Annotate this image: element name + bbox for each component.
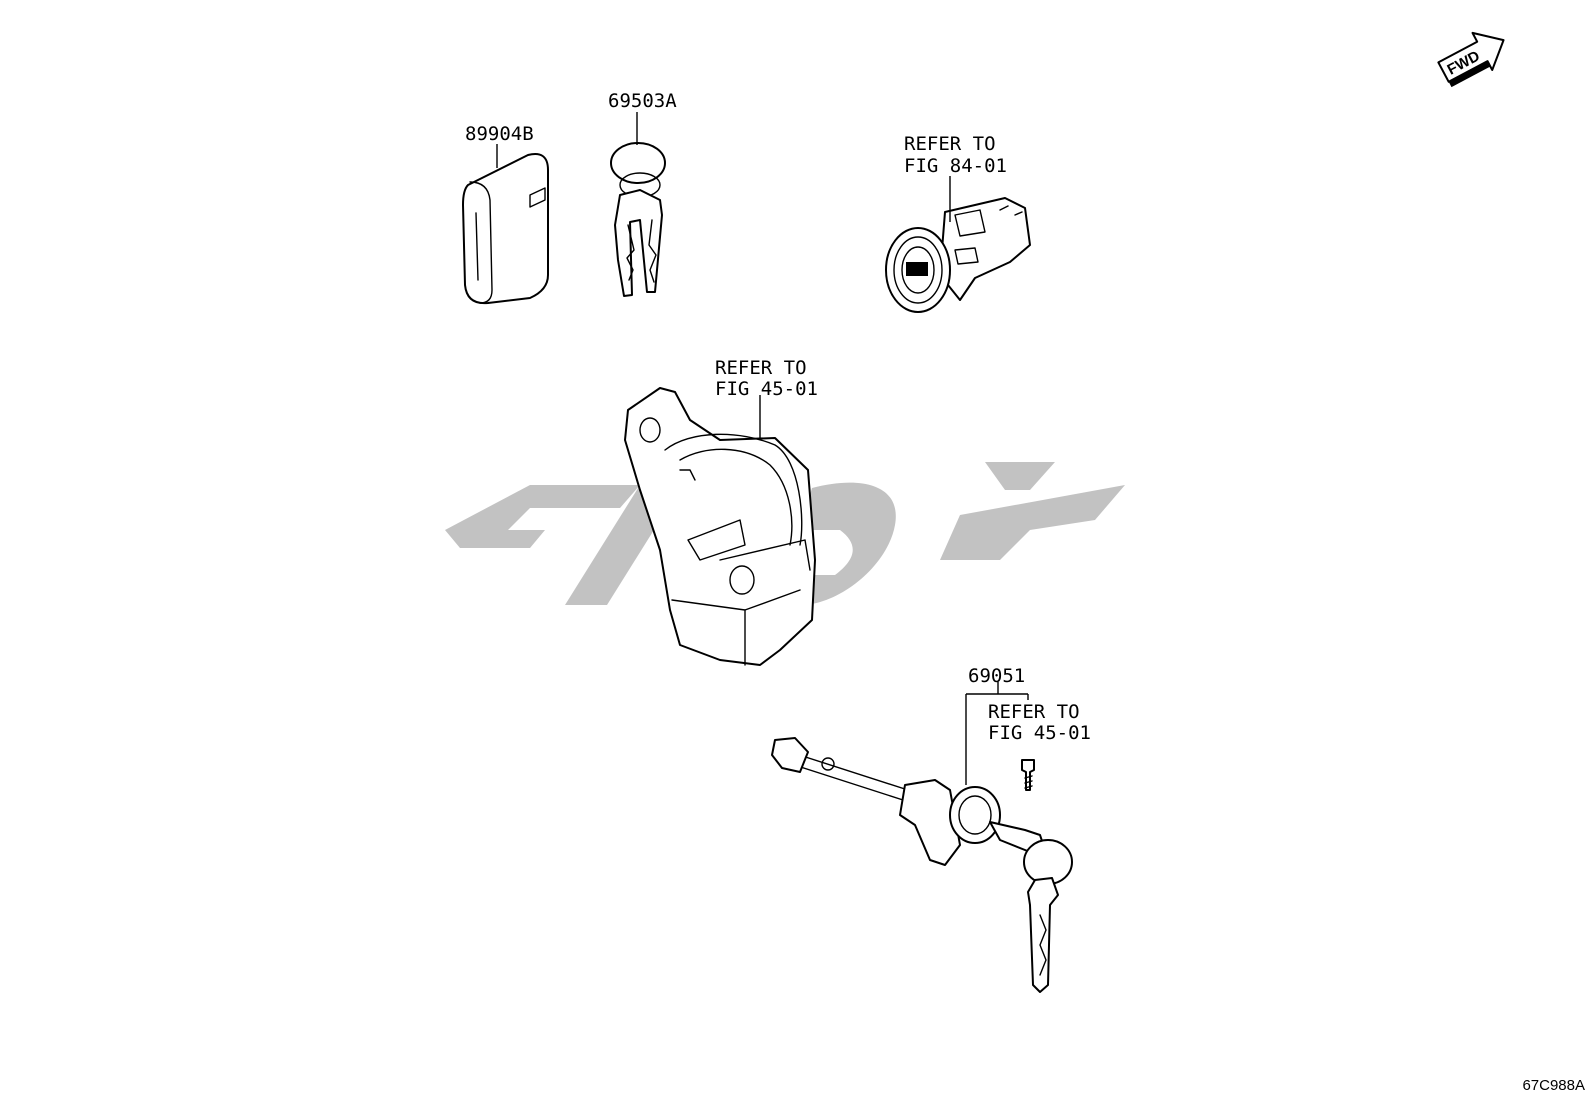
refer-fig-84-01-line1: REFER TO	[904, 133, 996, 155]
key-set	[610, 142, 666, 297]
part-number-69051: 69051	[968, 665, 1025, 687]
door-lock-cylinder-set	[771, 737, 1073, 993]
smart-key-fob	[462, 153, 549, 305]
ignition-lock-assembly	[624, 387, 816, 666]
illustration-code: 67C988A	[1522, 1077, 1585, 1094]
leader-line	[965, 682, 1029, 785]
refer-fig-45-01-lower-line1: REFER TO	[988, 701, 1080, 723]
refer-fig-84-01-line2: FIG 84-01	[904, 155, 1007, 177]
part-number-89904b: 89904B	[465, 123, 534, 145]
part-number-69503a: 69503A	[608, 90, 677, 112]
refer-fig-45-01-upper-line1: REFER TO	[715, 357, 807, 379]
push-start-switch	[885, 197, 1031, 313]
refer-fig-45-01-lower-line2: FIG 45-01	[988, 722, 1091, 744]
watermark-logo	[445, 462, 1125, 605]
fwd-arrow-icon: FWD	[1437, 31, 1505, 88]
refer-fig-45-01-upper-line2: FIG 45-01	[715, 378, 818, 400]
